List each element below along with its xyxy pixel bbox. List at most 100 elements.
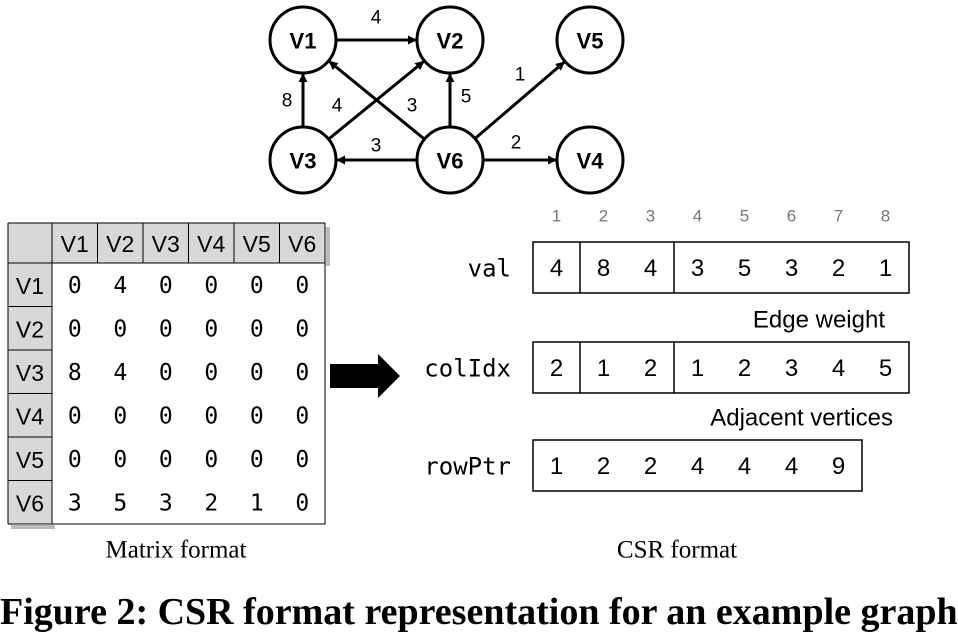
rowptr-value: 2 — [597, 453, 610, 480]
matrix-col-header: V6 — [288, 231, 316, 257]
matrix-cell: 4 — [113, 273, 127, 299]
csr-index-label: 4 — [693, 207, 702, 226]
matrix-cell: 0 — [159, 360, 173, 386]
matrix-cell: 0 — [204, 273, 218, 299]
conversion-arrow — [330, 354, 400, 398]
matrix-cell: 3 — [159, 490, 173, 516]
right-arrow-icon — [330, 354, 400, 398]
edge-weight-label: 3 — [371, 136, 382, 157]
edge-weight-label: 3 — [407, 96, 418, 117]
node-v5 — [555, 5, 625, 75]
matrix-cell: 0 — [113, 447, 127, 473]
csr-index-label: 7 — [834, 207, 843, 226]
val-value: 3 — [785, 255, 798, 282]
csr-index-label: 8 — [881, 207, 890, 226]
edge-weight-note: Edge weight — [753, 307, 885, 334]
colidx-array-box — [532, 341, 910, 394]
val-value: 2 — [832, 255, 845, 282]
node-label: V4 — [577, 149, 605, 174]
node-v4 — [555, 125, 625, 195]
matrix-cell: 0 — [204, 360, 218, 386]
matrix-cell: 0 — [113, 316, 127, 342]
matrix-row-header-bg — [8, 223, 52, 524]
matrix-cell: 0 — [250, 403, 264, 429]
rowptr-value: 4 — [691, 453, 704, 480]
matrix-row-header: V6 — [16, 490, 44, 516]
val-value: 1 — [879, 255, 892, 282]
colidx-value: 2 — [738, 355, 751, 382]
matrix-cell: 2 — [204, 490, 218, 516]
matrix-cell: 0 — [250, 360, 264, 386]
rowptr-value: 9 — [832, 453, 845, 480]
csr-index-label: 2 — [599, 207, 608, 226]
colidx-value: 2 — [550, 355, 563, 382]
matrix-cell: 0 — [250, 447, 264, 473]
node-v2 — [415, 5, 485, 75]
csr-format-label: CSR format — [617, 537, 737, 564]
matrix-format-label: Matrix format — [106, 537, 247, 564]
node-v6 — [415, 125, 485, 195]
edge-weight-label: 5 — [461, 87, 472, 108]
matrix-cell: 4 — [113, 360, 127, 386]
val-value: 3 — [691, 255, 704, 282]
colidx-value: 5 — [879, 355, 892, 382]
csr-index-label: 1 — [552, 207, 561, 226]
edge-weight-label: 2 — [511, 133, 522, 154]
edge-weight-label: 4 — [332, 96, 343, 117]
matrix-cell: 0 — [295, 316, 309, 342]
matrix-cell: 0 — [295, 273, 309, 299]
matrix-cell: 5 — [113, 490, 127, 516]
matrix-cell: 1 — [250, 490, 264, 516]
csr-index-label: 6 — [787, 207, 796, 226]
node-label: V2 — [437, 29, 464, 54]
adjacent-vertices-note: Adjacent vertices — [710, 405, 893, 432]
colidx-value: 1 — [691, 355, 704, 382]
matrix-cell: 0 — [295, 360, 309, 386]
rowptr-array-name: rowPtr — [424, 453, 511, 481]
matrix-cell: 0 — [159, 447, 173, 473]
figure-caption: Figure 2: CSR format representation for … — [0, 591, 958, 633]
node-label: V1 — [290, 29, 317, 54]
matrix-row-header: V1 — [16, 273, 44, 299]
matrix-row-header: V4 — [16, 403, 44, 429]
edge-v6-v1 — [328, 60, 426, 141]
val-value: 5 — [738, 255, 751, 282]
matrix-row-header: V5 — [16, 447, 44, 473]
colidx-value: 4 — [832, 355, 845, 382]
colidx-value: 2 — [644, 355, 657, 382]
colidx-value: 3 — [785, 355, 798, 382]
val-array-name: val — [468, 255, 511, 283]
edge-weight-label: 8 — [282, 91, 293, 112]
matrix-row-header: V3 — [16, 360, 44, 386]
csr-index-label: 3 — [646, 207, 655, 226]
matrix-col-header: V1 — [61, 231, 89, 257]
matrix-header-bg — [8, 223, 325, 263]
matrix-cell: 0 — [68, 316, 82, 342]
node-v1 — [268, 5, 338, 75]
matrix-cell: 0 — [295, 403, 309, 429]
rowptr-value: 2 — [644, 453, 657, 480]
matrix-col-header: V4 — [197, 231, 225, 257]
matrix-col-header: V3 — [152, 231, 180, 257]
rowptr-value: 1 — [550, 453, 563, 480]
node-v3 — [268, 125, 338, 195]
edge-weight-label: 1 — [515, 65, 526, 86]
val-array-box — [532, 241, 910, 294]
matrix-cell: 0 — [295, 490, 309, 516]
matrix-col-header: V5 — [243, 231, 271, 257]
matrix-cell: 3 — [68, 490, 82, 516]
rowptr-value: 4 — [785, 453, 798, 480]
colidx-value: 1 — [597, 355, 610, 382]
matrix-cell: 0 — [295, 447, 309, 473]
node-label: V5 — [577, 29, 604, 54]
matrix-cell: 0 — [250, 273, 264, 299]
edge-v6-v5 — [474, 60, 566, 140]
matrix-cell: 0 — [204, 403, 218, 429]
matrix-cell: 0 — [68, 403, 82, 429]
colidx-array-name: colIdx — [424, 355, 511, 383]
node-label: V6 — [437, 149, 464, 174]
